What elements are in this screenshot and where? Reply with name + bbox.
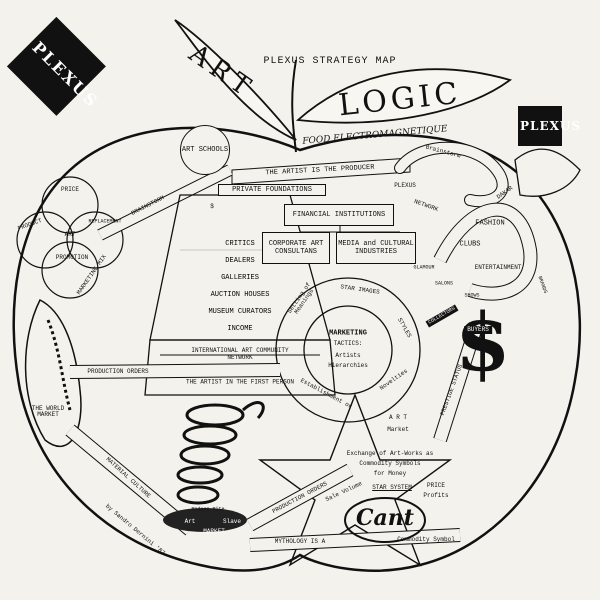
pyramid-item: CRITICS [225, 240, 255, 248]
producer-banner [231, 157, 411, 185]
cant-logo-label: Cant [356, 505, 414, 531]
salons-label: SALONS [434, 280, 454, 287]
marketing-outer-circle [275, 277, 421, 423]
replacement-label: REPLACEMENT [88, 218, 122, 225]
price-label-left: PRICE [60, 186, 80, 193]
fashion-label: FASHION [475, 219, 505, 228]
slave-label: Slave [222, 518, 242, 525]
buyers-label: BUYERS [464, 326, 492, 334]
leaf-logic [295, 68, 512, 124]
apple-stem [291, 59, 297, 153]
promotion-label: PROMOTION [55, 254, 89, 261]
private-foundations-box: PRIVATE FOUNDATIONS [218, 184, 326, 196]
market-bottom-label: MARKET [203, 528, 225, 535]
promotion-circle [41, 241, 99, 299]
dollar-symbol: $ [455, 295, 511, 389]
plexus-logo-right: PLEXUS [520, 119, 582, 133]
tactics-label: TACTICS: [333, 340, 363, 347]
plexus-logo-left-shape [6, 16, 106, 116]
world-market-label: THE WORLD MARKET [31, 405, 65, 418]
art-market-market: Market [387, 426, 409, 433]
profits-label: Profits [423, 492, 449, 499]
plexus-logo-right-shape [518, 106, 562, 146]
art-label-left: ART [64, 231, 76, 238]
marketing-inner-circle [303, 305, 393, 395]
snake-coil [163, 401, 265, 532]
pyramid-item: GALLERIES [221, 274, 259, 282]
price-circle [41, 176, 99, 234]
financial-institutions-box: FINANCIAL INSTITUTIONS [284, 204, 394, 226]
product-circle [16, 211, 74, 269]
hierarchies-label: Hierarchies [328, 362, 368, 369]
bird-creature [514, 148, 581, 197]
market-price-label: PRICE [426, 482, 446, 489]
art-schools-circle: ART SCHOOLS [180, 125, 230, 175]
art-market-art: A R T [388, 414, 408, 421]
exchange-line3: for Money [373, 470, 407, 477]
modern-rite-label: Modern Rite [191, 506, 225, 513]
pyramid-item: MUSEUM CURATORS [208, 308, 272, 316]
star-system-label: STAR SYSTEM [372, 484, 412, 491]
entertainment-label: ENTERTAINMENT [474, 264, 522, 271]
commodity-symbol-label: Commodity Symbol [397, 536, 455, 543]
exchange-line2: Commodity Symbols [359, 460, 421, 467]
community-network-label: INTERNATIONAL ART COMMUNITY NETWORK [191, 346, 289, 361]
glamour-label: GLAMOUR [413, 264, 435, 271]
pyramid-item: AUCTION HOUSES [210, 291, 270, 299]
market-star [257, 393, 453, 567]
apple-outline [12, 126, 582, 572]
media-cultural-box: MEDIA and CULTURAL INDUSTRIES [336, 232, 416, 264]
serpent-left [24, 298, 82, 447]
map-title: PLEXUS STRATEGY MAP [263, 56, 397, 67]
cant-logo-shape [344, 497, 426, 543]
svg-text:$: $ [455, 295, 511, 389]
art-bottom-label: Art [184, 518, 196, 525]
pyramid-item: DEALERS [225, 257, 255, 265]
clubs-label: CLUBS [459, 240, 481, 249]
exchange-line1: Exchange of Art-Works as [346, 450, 434, 457]
corporate-consultans-box: CORPORATE ART CONSULTANS [262, 232, 330, 264]
shows-label: SHOWS [464, 292, 480, 299]
marketing-label: MARKETING [329, 329, 367, 338]
dollar-small: $ [210, 203, 214, 210]
plexus-network-line1: PLEXUS [394, 182, 416, 189]
artists-label: Artists [335, 352, 361, 359]
production-orders-left: PRODUCTION ORDERS [87, 368, 149, 375]
pyramid-item: INCOME [227, 325, 253, 333]
pyramid-items: CRITICS DEALERS GALLERIES AUCTION HOUSES… [170, 236, 310, 338]
artist-first-person-label: THE ARTIST IN THE FIRST PERSON [185, 378, 295, 386]
mythology-label: MYTHOLOGY IS A [274, 538, 326, 545]
leaf-art [174, 19, 297, 141]
replacement-circle [66, 211, 124, 269]
